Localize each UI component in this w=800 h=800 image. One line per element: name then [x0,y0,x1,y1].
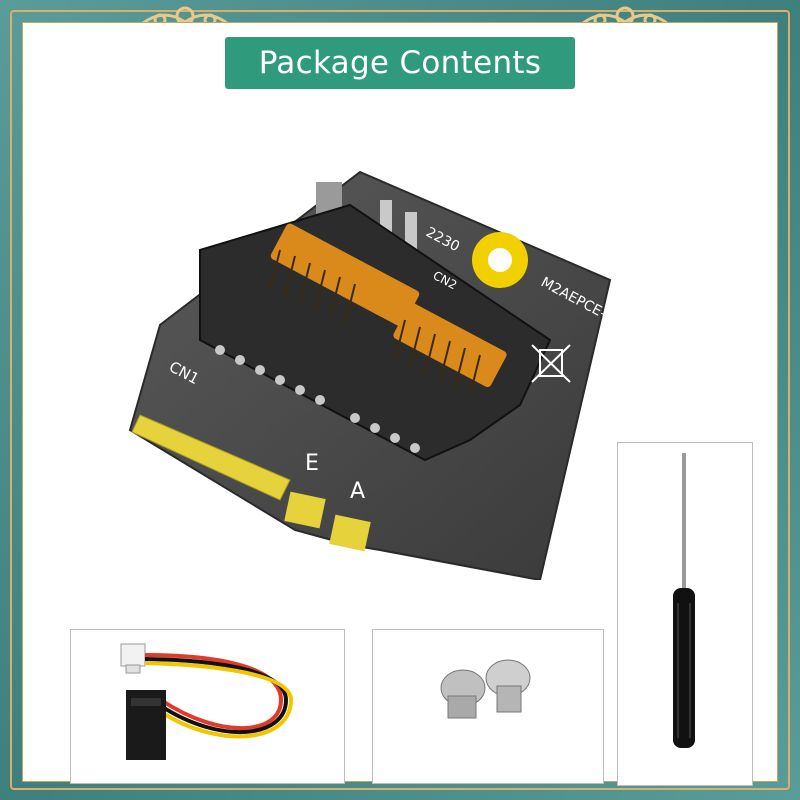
key-a-contact [329,514,371,552]
sata-power-cable [120,643,294,760]
weee-icon [531,344,571,383]
gold-fingers [131,414,291,501]
decorative-border [10,10,790,790]
key-e-contact [284,491,326,529]
page-title: Package Contents [225,37,575,89]
cable-box [70,629,345,784]
screws-box [372,629,604,784]
label-key-e: E [305,451,319,476]
screwdriver [673,453,695,748]
screwdriver-box [617,442,753,786]
screws [440,659,531,719]
label-key-a: A [350,479,365,504]
m2-adapter-board: 2230 CN2 M2AEPCE-1X CN1 E A [128,170,620,580]
